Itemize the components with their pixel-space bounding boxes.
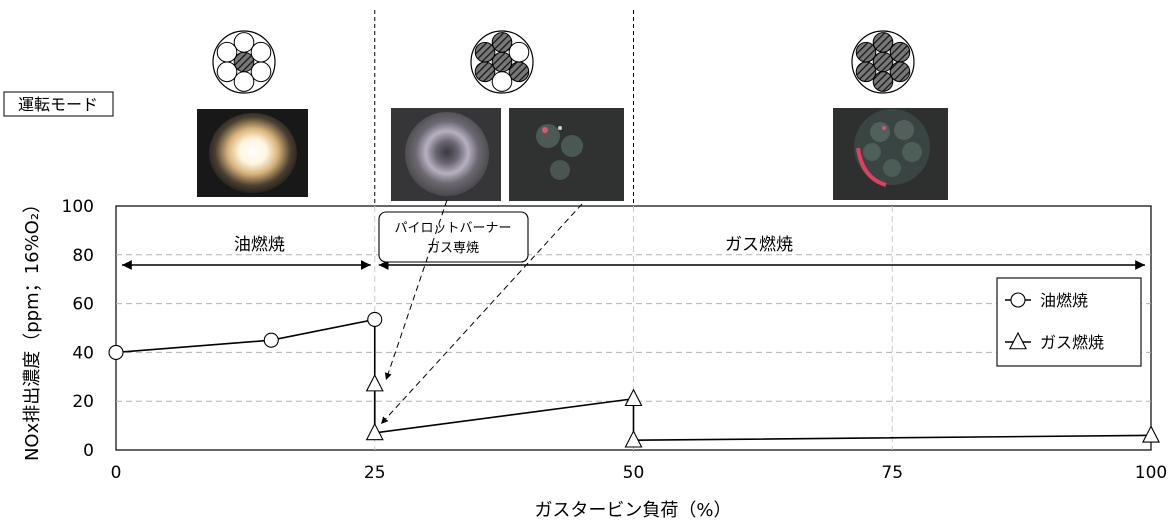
flame-photo-partial-gas (509, 108, 624, 201)
data-point (367, 311, 383, 328)
header-area: 運転モード (3, 30, 948, 201)
x-tick-label: 75 (881, 463, 903, 483)
pilot-annotation: パイロットバーナー ガス専焼 (378, 199, 583, 425)
region-label-oil: 油燃焼 (234, 235, 285, 255)
burner-diagram-partial (470, 30, 534, 94)
pilot-label-line2: ガス専焼 (427, 241, 479, 256)
region-gas: ガス燃焼 (378, 235, 1145, 270)
pilot-label-line1: パイロットバーナー (394, 221, 511, 236)
x-axis-title: ガスタービン負荷（%） (534, 500, 731, 521)
x-tick-label: 0 (111, 463, 122, 483)
y-axis-title: NOx排出濃度（ppm；16%O₂） (22, 195, 43, 461)
mode-label-box (3, 91, 114, 117)
y-tick-label: 20 (72, 392, 94, 412)
y-tick-label: 100 (62, 197, 94, 217)
mode-label: 運転モード (18, 95, 98, 114)
pilot-pointer-line (384, 199, 448, 381)
x-tick-label: 50 (623, 463, 645, 483)
burner-diagram-pilot-only (212, 30, 276, 94)
series-gas (365, 373, 1161, 448)
y-tick-label: 60 (72, 295, 94, 315)
legend-label: ガス燃焼 (1040, 333, 1104, 352)
y-tick-label: 40 (72, 343, 94, 363)
mode-separators (374, 10, 634, 206)
burner-diagram-full (851, 30, 915, 94)
pilot-box (378, 211, 529, 263)
data-point (624, 430, 643, 448)
x-tick-labels: 0 25 50 75 100 (111, 463, 1168, 483)
region-oil: 油燃焼 (122, 235, 371, 270)
x-tick-label: 25 (364, 463, 386, 483)
x-tick-label: 100 (1135, 463, 1167, 483)
data-point (263, 332, 279, 348)
legend-box (996, 277, 1142, 367)
region-label-gas: ガス燃焼 (725, 235, 793, 255)
series-layer (108, 311, 1161, 448)
flame-photo-pilot-gas (391, 108, 501, 201)
data-point (1141, 425, 1161, 443)
legend-marker (1008, 331, 1028, 350)
legend-marker (1010, 292, 1026, 308)
flame-photo-oil (197, 109, 308, 197)
data-point (365, 422, 384, 441)
legend-label: 油燃焼 (1040, 291, 1088, 310)
y-tick-label: 0 (83, 441, 94, 461)
flame-photo-full-gas (833, 108, 948, 200)
data-point (108, 344, 124, 360)
data-point (624, 388, 643, 407)
data-point (365, 373, 384, 392)
y-tick-labels: 0 20 40 60 80 100 (62, 197, 94, 461)
y-tick-label: 80 (72, 246, 94, 266)
